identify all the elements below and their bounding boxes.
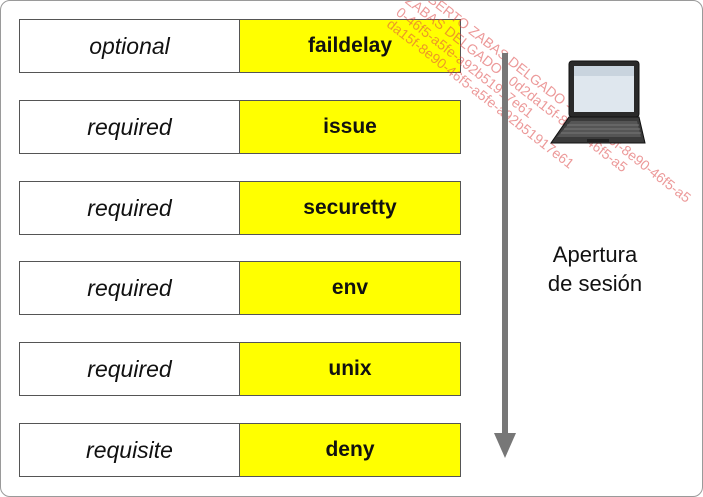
stack-row-3: required securetty <box>19 181 461 235</box>
stack-row-6: requisite deny <box>19 423 461 477</box>
stack-row-2: required issue <box>19 100 461 154</box>
control-flag: required <box>20 343 240 395</box>
stack-row-5: required unix <box>19 342 461 396</box>
module-name: env <box>240 262 460 314</box>
module-name: issue <box>240 101 460 153</box>
caption: Apertura de sesión <box>525 240 665 298</box>
caption-line-1: Apertura <box>552 242 638 267</box>
stack-row-1: optional faildelay <box>19 19 461 73</box>
control-flag: required <box>20 262 240 314</box>
module-name: securetty <box>240 182 460 234</box>
module-name: deny <box>240 424 460 476</box>
stack-row-4: required env <box>19 261 461 315</box>
laptop-icon <box>550 60 646 144</box>
down-arrow-icon <box>494 53 516 458</box>
control-flag: optional <box>20 20 240 72</box>
control-flag: required <box>20 101 240 153</box>
module-name: faildelay <box>240 20 460 72</box>
control-flag: requisite <box>20 424 240 476</box>
caption-line-2: de sesión <box>547 271 643 296</box>
module-name: unix <box>240 343 460 395</box>
control-flag: required <box>20 182 240 234</box>
